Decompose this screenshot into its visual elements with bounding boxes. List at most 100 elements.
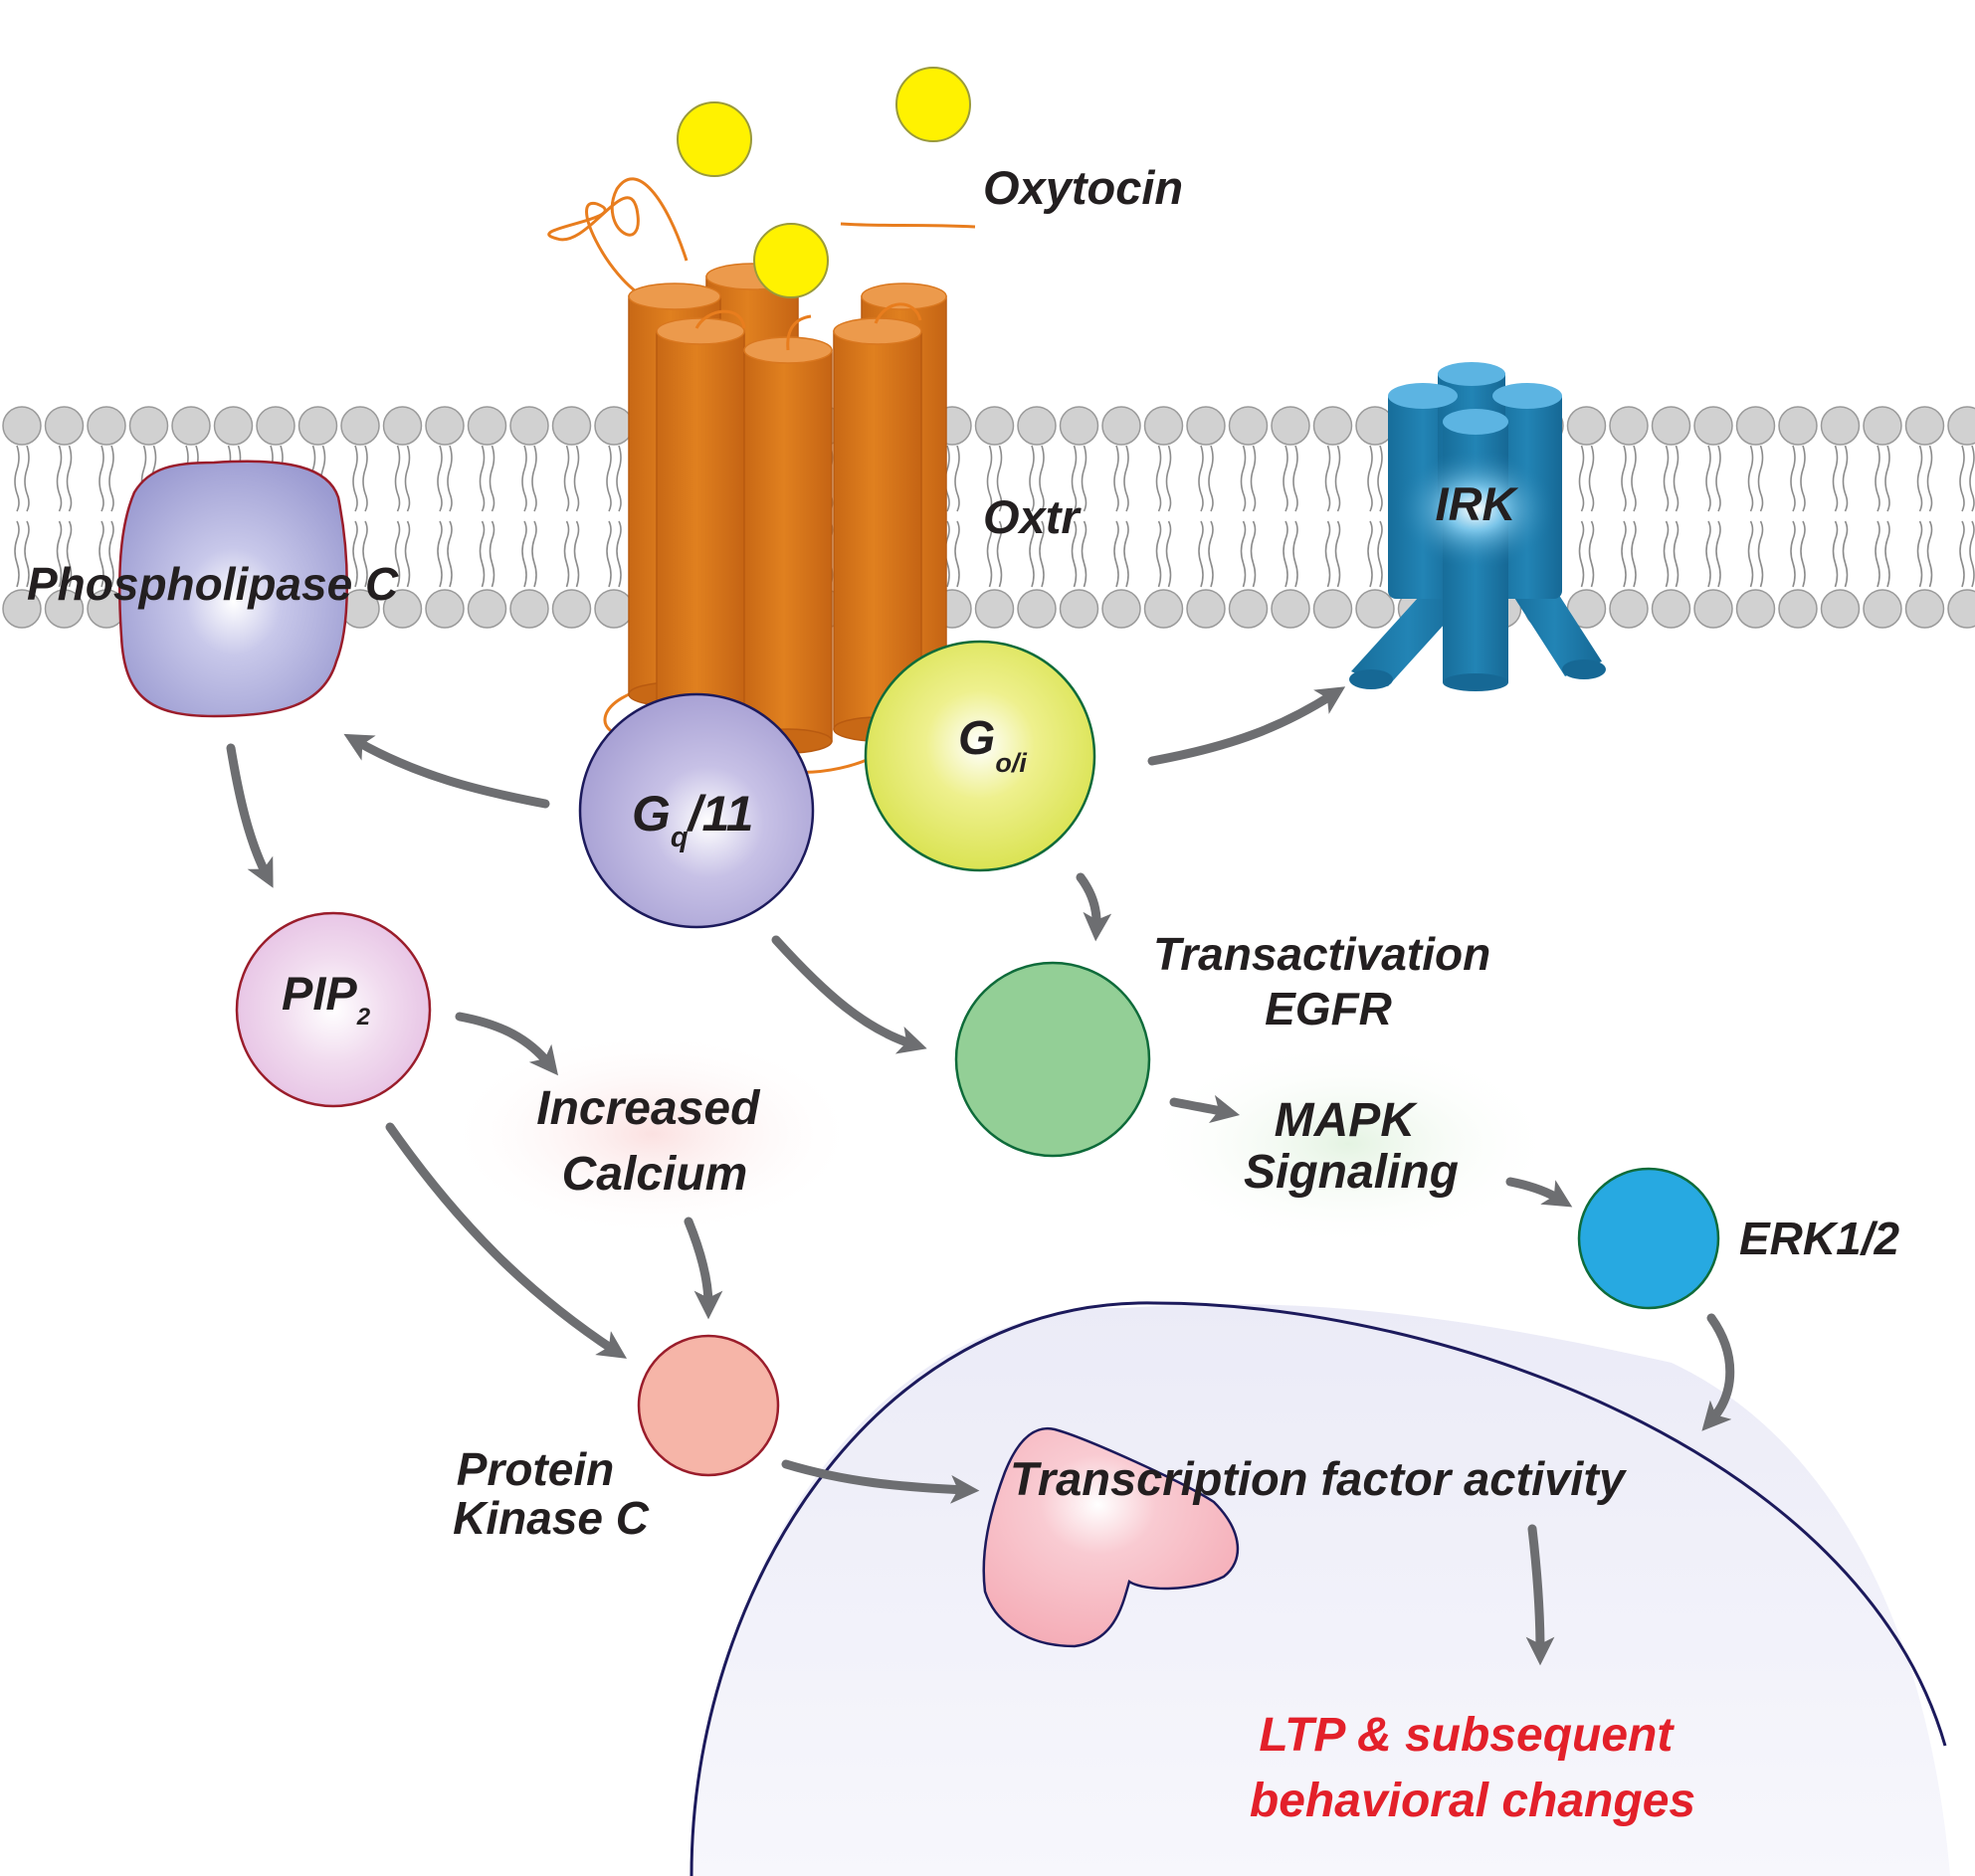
lipid-tail (1324, 520, 1331, 588)
lipid-head (1228, 589, 1269, 629)
lipid-tail (1663, 520, 1670, 588)
oxytocin-molecule (677, 101, 752, 177)
goi-label-sub: o/i (995, 748, 1027, 778)
lipid-tail (954, 520, 960, 588)
ltp-outcome-label-line2: behavioral changes (1250, 1775, 1695, 1827)
lipid-head (1271, 589, 1310, 629)
lipid-head (1820, 589, 1861, 629)
lipid-tail (1926, 520, 1933, 588)
transcription-factor-protein (982, 1426, 1240, 1648)
lipid-head (171, 406, 211, 446)
arrow-transcription-to-ltp (1525, 1524, 1555, 1666)
lipid-head (2, 589, 42, 629)
lipid-tail (1747, 445, 1754, 512)
lipid-tail (362, 445, 368, 512)
lipid-tail (362, 520, 368, 588)
lipid-tail (996, 520, 1003, 588)
lipid-tail (1715, 520, 1721, 588)
lipid-head (594, 589, 634, 629)
goi-label-main: G (958, 712, 995, 765)
gq11-label: Gq/11 (632, 786, 753, 853)
lipid-tail (404, 520, 411, 588)
oxtr-helix (656, 317, 745, 727)
lipid-tail (99, 520, 104, 588)
lipid-head (1863, 406, 1902, 446)
increased-calcium-label-line2: Calcium (562, 1148, 748, 1201)
lipid-tail (563, 445, 570, 512)
lipid-head (1143, 406, 1184, 446)
oxytocin-label: Oxytocin (983, 161, 1183, 214)
lipid-head (425, 406, 465, 446)
lipid-head (551, 589, 592, 629)
lipid-head (1355, 589, 1395, 629)
lipid-tail (1334, 520, 1341, 588)
lipid-head (340, 406, 380, 446)
lipid-tail (1757, 445, 1764, 512)
lipid-head (1693, 589, 1733, 629)
lipid-tail (1250, 445, 1257, 512)
irk-label: IRK (1436, 477, 1519, 530)
lipid-head (1863, 589, 1902, 629)
lipid-head (1017, 589, 1057, 629)
egfr-circle (954, 961, 1151, 1158)
lipid-tail (394, 520, 401, 588)
lipid-tail (1715, 445, 1721, 512)
lipid-tail (1832, 445, 1839, 512)
lipid-tail (521, 520, 527, 588)
oxtr-loop (840, 222, 976, 229)
lipid-tail (986, 445, 993, 512)
lipid-tail (1113, 520, 1119, 588)
lipid-tail (479, 445, 486, 512)
erk-label: ERK1/2 (1739, 1213, 1899, 1264)
lipid-tail (14, 445, 20, 512)
lipid-head (44, 406, 85, 446)
lipid-tail (1334, 445, 1341, 512)
oxtr-label: Oxtr (983, 490, 1082, 543)
pip2-label-main: PIP (282, 967, 357, 1020)
transactivation-label-line2: EGFR (1265, 983, 1392, 1034)
lipid-head (1735, 406, 1776, 446)
lipid-tail (1292, 520, 1298, 588)
lipid-tail (1377, 520, 1383, 588)
lipid-tail (1790, 520, 1796, 588)
arrow-plc-to-pip2 (226, 743, 274, 888)
lipid-tail (1621, 520, 1627, 588)
lipid-tail (1240, 445, 1247, 512)
arrow-mapk-to-erk (1505, 1177, 1573, 1208)
arrow-goi-to-egfr (1076, 872, 1112, 942)
lipid-head (1059, 589, 1099, 629)
lipid-tail (404, 445, 411, 512)
transcription-factor-label: Transcription factor activity (1010, 1452, 1628, 1505)
lipid-tail (1155, 445, 1162, 512)
lipid-tail (1155, 520, 1162, 588)
phospholipase-c-protein (117, 460, 349, 718)
lipid-head (1947, 589, 1975, 629)
lipid-head (1904, 589, 1945, 629)
lipid-head (509, 589, 549, 629)
lipid-tail (1165, 445, 1172, 512)
lipid-head (2, 406, 42, 446)
lipid-head (1735, 589, 1776, 629)
lipid-head (1228, 406, 1269, 446)
arrow-gq-to-plc (343, 733, 550, 809)
increased-calcium-label: Increased Calcium (536, 1082, 772, 1201)
lipid-tail (1283, 520, 1288, 588)
goi-protein (864, 640, 1096, 872)
oxytocin-molecule (895, 67, 971, 142)
lipid-tail (1240, 520, 1247, 588)
lipid-head (1693, 406, 1733, 446)
lipid-tail (1747, 520, 1754, 588)
pkc-label-line1: Protein (457, 1443, 614, 1495)
nucleus-envelope (690, 1301, 1947, 1876)
oxtr-helix (743, 336, 833, 754)
lipid-head (509, 406, 549, 446)
gq11-label-suffix: /11 (687, 786, 754, 842)
lipid-head (128, 406, 169, 446)
lipid-tail (489, 445, 495, 512)
lipid-tail (1842, 520, 1849, 588)
lipid-tail (1578, 445, 1585, 512)
oxtr-helix (833, 317, 922, 742)
lipid-tail (573, 520, 580, 588)
lipid-head (1778, 589, 1818, 629)
lipid-tail (24, 445, 30, 512)
